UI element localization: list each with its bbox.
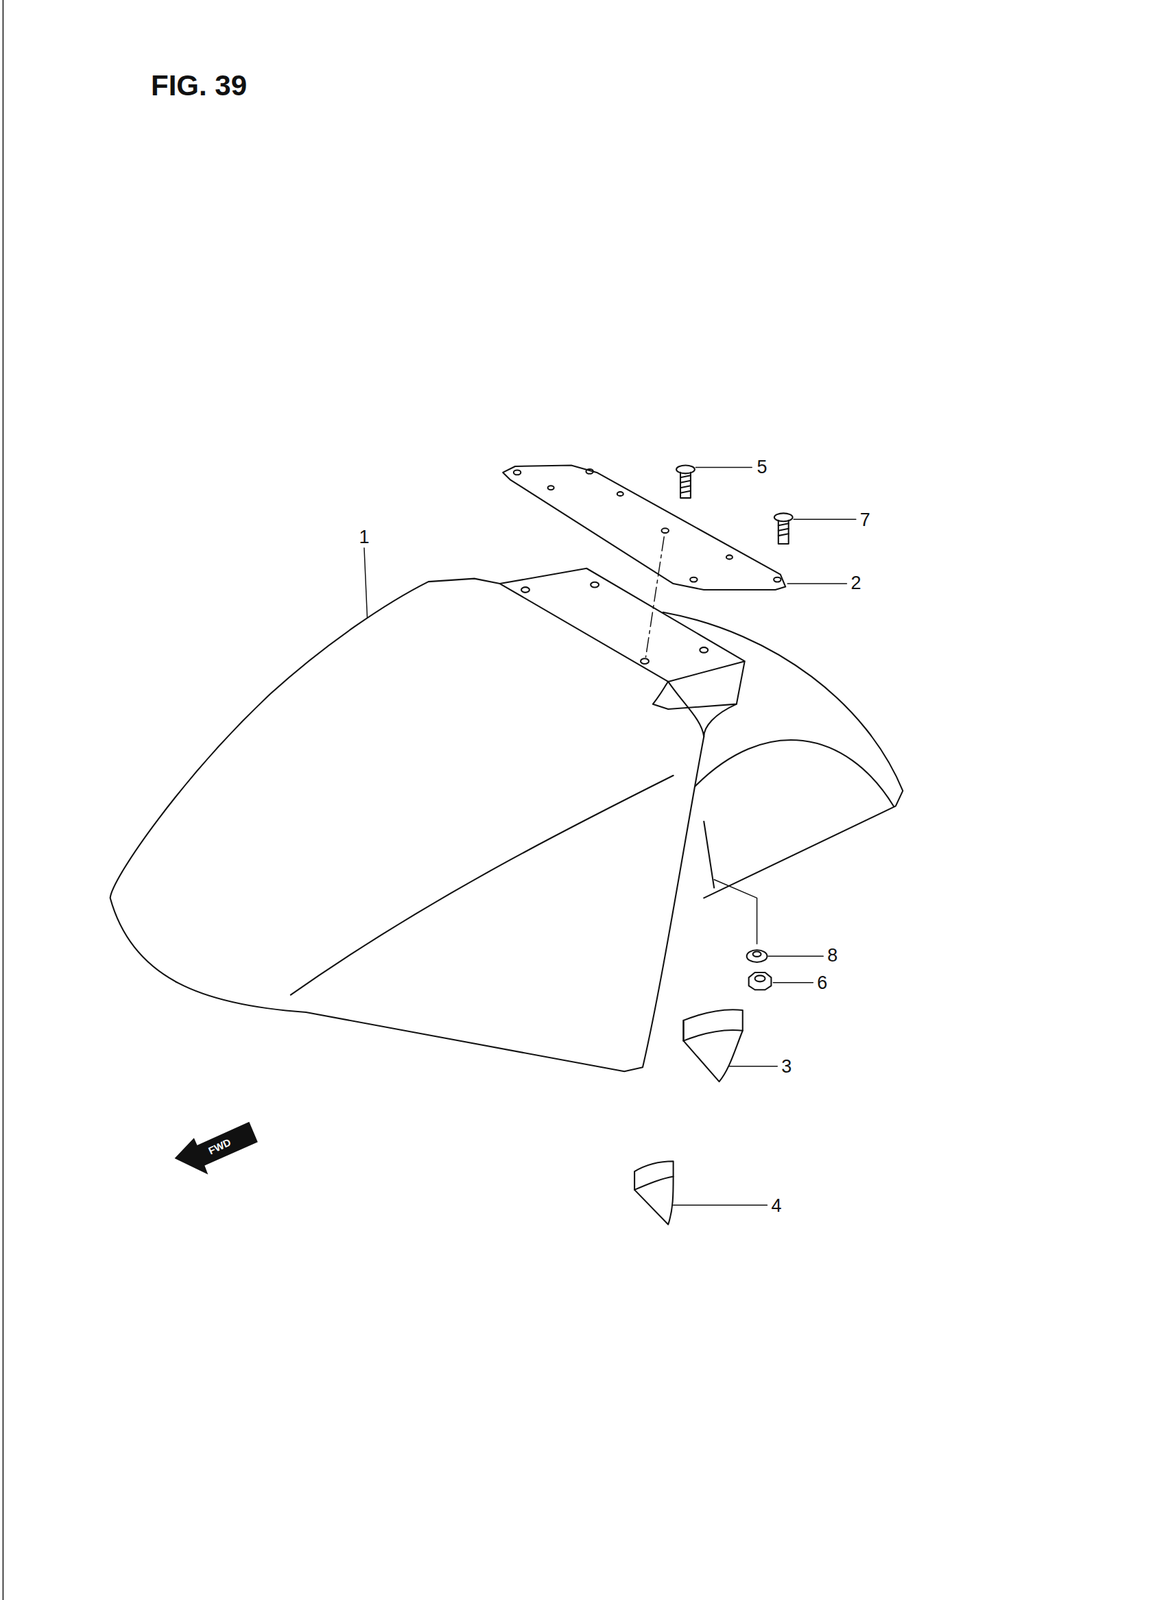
callout-number: 3: [781, 1057, 792, 1077]
callout-number: 2: [850, 574, 861, 593]
callout-number: 1: [358, 528, 370, 547]
figure-title: FIG. 39: [150, 71, 247, 101]
callout-number: 8: [827, 946, 838, 966]
callout-number: 4: [770, 1196, 782, 1216]
callout-number: 6: [816, 973, 828, 993]
callout-number: 7: [860, 510, 871, 530]
callout-number: 5: [757, 458, 768, 477]
